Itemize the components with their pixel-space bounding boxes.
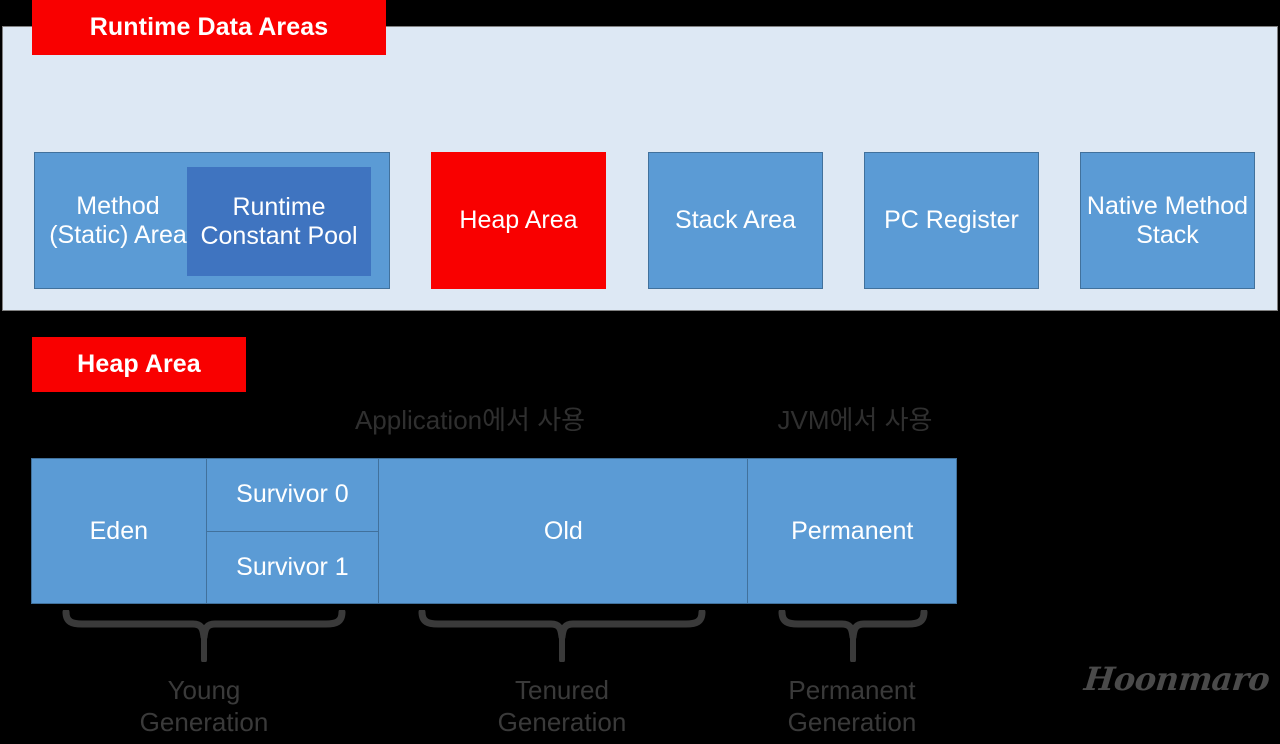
heap-area-tag-label: Heap Area xyxy=(77,349,201,378)
method-area-label: Method (Static) Area xyxy=(49,191,187,249)
heap-cell-survivor-0: Survivor 0 xyxy=(206,459,379,532)
heap-cell-eden: Eden xyxy=(32,459,206,603)
young-generation-brace-icon xyxy=(62,610,346,662)
method-area-box: Method (Static) Area Runtime Constant Po… xyxy=(34,152,390,289)
runtime-constant-pool-box: Runtime Constant Pool xyxy=(187,167,371,276)
native-method-stack-box: Native Method Stack xyxy=(1080,152,1255,289)
heap-area-box: Heap Area xyxy=(431,152,606,289)
tenured-generation-brace-icon xyxy=(418,610,706,662)
jvm-usage-caption: JVM에서 사용 xyxy=(777,405,933,435)
heap-cell-eden-label: Eden xyxy=(89,516,148,545)
runtime-data-areas-tag-label: Runtime Data Areas xyxy=(89,12,329,41)
author-signature-logo: Hoonmaro xyxy=(1082,660,1272,698)
heap-cell-permanent-label: Permanent xyxy=(791,516,914,545)
permanent-generation-brace-icon xyxy=(778,610,928,662)
heap-cell-permanent: Permanent xyxy=(748,459,956,603)
heap-cell-survivor-1: Survivor 1 xyxy=(206,531,379,603)
heap-area-label: Heap Area xyxy=(459,206,578,234)
tenured-generation-caption: Tenured Generation xyxy=(497,675,627,737)
runtime-data-areas-tag: Runtime Data Areas xyxy=(32,0,386,55)
heap-cell-survivor-1-label: Survivor 1 xyxy=(236,552,349,581)
heap-area-tag: Heap Area xyxy=(32,337,246,392)
pc-register-box: PC Register xyxy=(864,152,1039,289)
permanent-generation-caption: Permanent Generation xyxy=(787,675,917,737)
stack-area-box: Stack Area xyxy=(648,152,823,289)
stack-area-label: Stack Area xyxy=(675,206,796,234)
runtime-data-areas-panel: Method (Static) Area Runtime Constant Po… xyxy=(2,26,1278,311)
runtime-constant-pool-label: Runtime Constant Pool xyxy=(200,192,358,250)
heap-cell-old: Old xyxy=(379,459,749,603)
heap-cell-old-label: Old xyxy=(543,516,583,545)
pc-register-label: PC Register xyxy=(884,206,1019,234)
survivor-stack: Survivor 0 Survivor 1 xyxy=(205,459,380,603)
native-method-stack-label: Native Method Stack xyxy=(1086,191,1249,249)
heap-cell-survivor-0-label: Survivor 0 xyxy=(236,480,349,509)
application-usage-caption: Application에서 사용 xyxy=(354,405,586,435)
young-generation-caption: Young Generation xyxy=(139,675,269,737)
heap-layout-row: Eden Survivor 0 Survivor 1 Old Permanent xyxy=(31,458,957,604)
